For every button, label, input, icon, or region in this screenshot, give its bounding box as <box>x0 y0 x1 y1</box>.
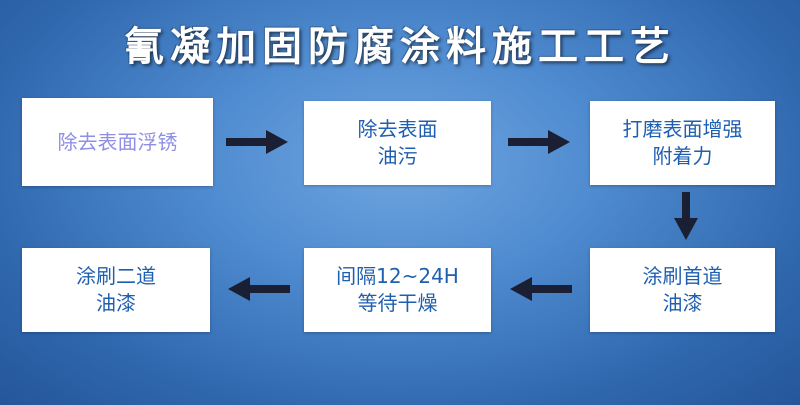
step-label-line2: 附着力 <box>652 144 713 168</box>
arrow-left-icon <box>510 277 572 301</box>
step-label-line1: 打磨表面增强 <box>622 117 743 141</box>
step-remove-oil: 除去表面 油污 <box>304 101 491 185</box>
step-label-line2: 油漆 <box>96 291 136 315</box>
step-label-line1: 除去表面 <box>357 117 438 141</box>
step-label-line1: 涂刷首道 <box>642 264 723 288</box>
page-title: 氰凝加固防腐涂料施工工艺 <box>124 24 676 70</box>
step-sand-surface: 打磨表面增强 附着力 <box>590 101 775 185</box>
step-label-line2: 油漆 <box>662 291 703 315</box>
arrow-right-icon <box>226 130 288 154</box>
step-label: 除去表面浮锈 <box>57 129 178 154</box>
arrow-right-icon <box>508 130 570 154</box>
step-label-line2: 油污 <box>377 144 418 168</box>
step-second-coat: 涂刷二道 油漆 <box>22 248 210 332</box>
arrow-down-icon <box>674 192 698 240</box>
step-label-line2: 等待干燥 <box>357 291 438 315</box>
arrow-left-icon <box>228 277 290 301</box>
step-wait-dry: 间隔12~24H 等待干燥 <box>304 248 491 332</box>
step-first-coat: 涂刷首道 油漆 <box>590 248 775 332</box>
step-label-line1: 涂刷二道 <box>76 264 156 288</box>
step-remove-rust: 除去表面浮锈 <box>22 98 213 186</box>
step-label-line1: 间隔12~24H <box>336 264 459 288</box>
